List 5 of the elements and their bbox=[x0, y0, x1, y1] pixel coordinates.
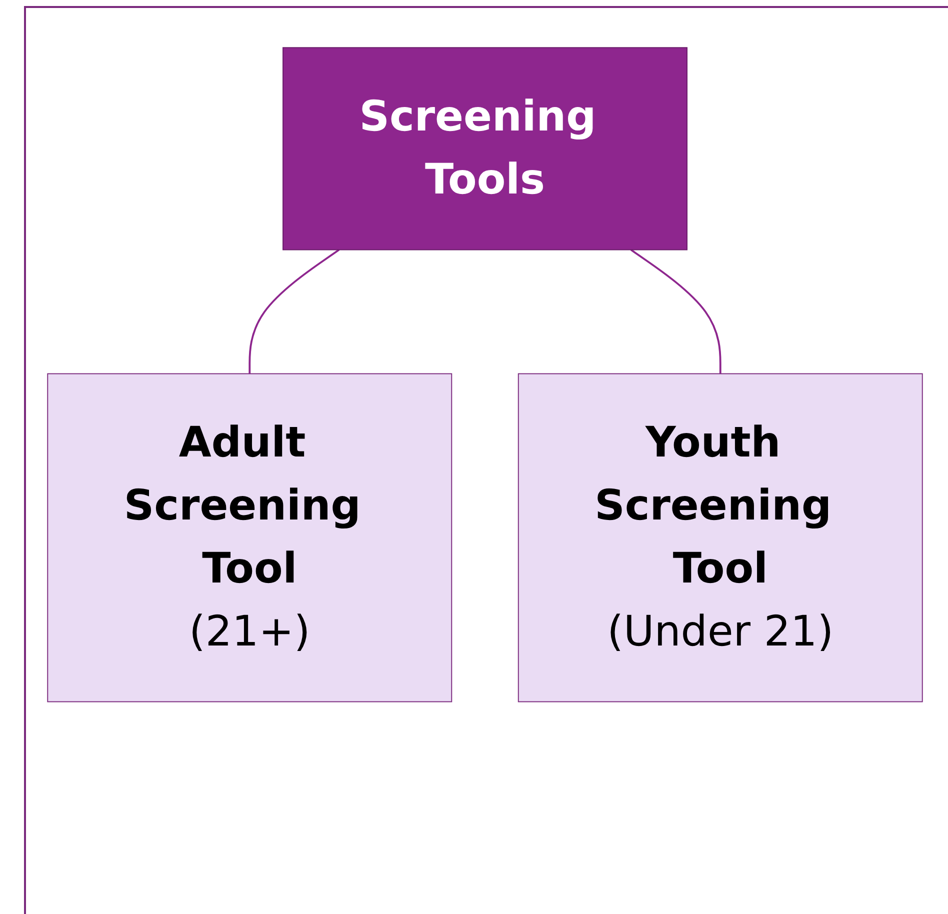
node-box: Adult Screening Tool (21+) bbox=[47, 373, 452, 702]
node-box: Youth Screening Tool (Under 21) bbox=[518, 373, 923, 702]
connector bbox=[630, 248, 722, 374]
node-box: Screening Tools bbox=[282, 47, 688, 250]
connector bbox=[248, 248, 340, 374]
